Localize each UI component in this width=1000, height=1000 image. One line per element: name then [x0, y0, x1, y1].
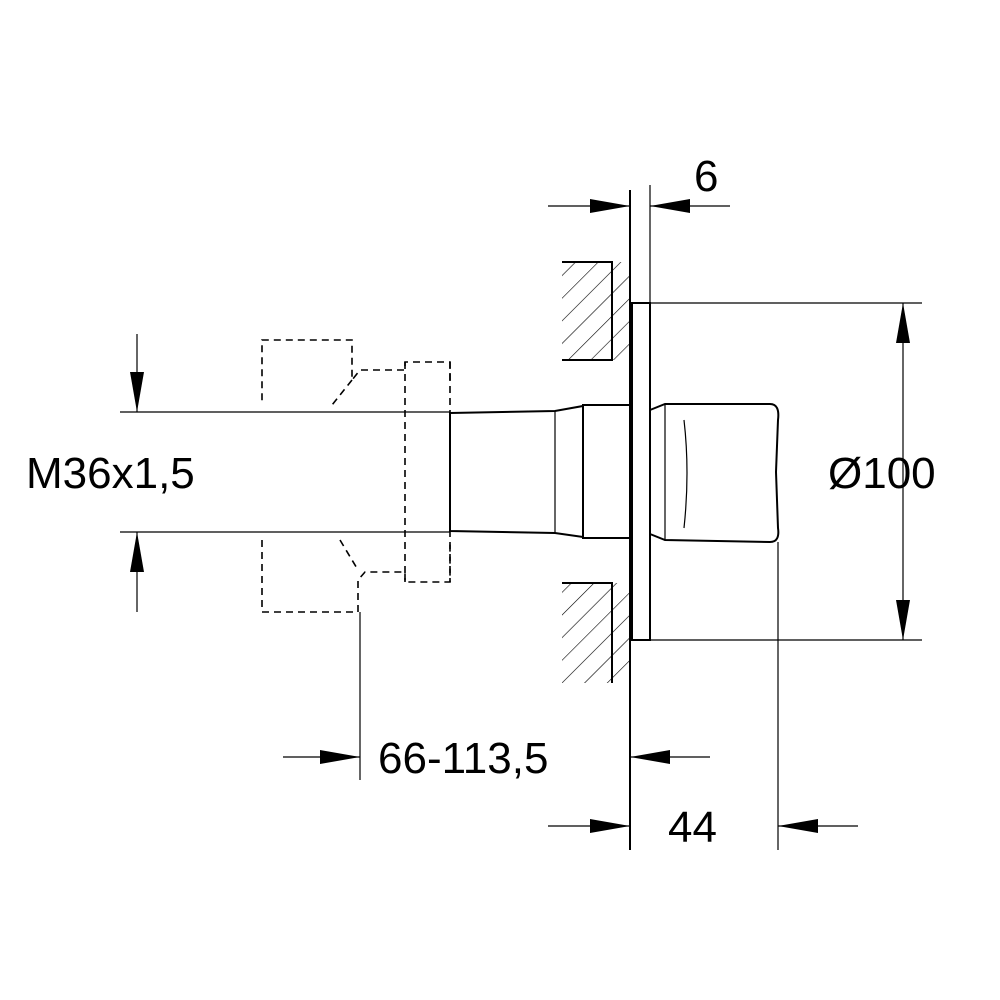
mounting-depth-label: 66-113,5 [378, 734, 549, 783]
handle [649, 403, 780, 544]
diameter-label: Ø100 [828, 449, 936, 498]
valve-body [582, 404, 633, 539]
concealed-body-dashed [261, 339, 451, 613]
tile-layer [612, 190, 631, 850]
arrow-right-icon [590, 819, 630, 833]
arrow-right-icon [590, 199, 630, 213]
projection-dimension [548, 542, 858, 850]
arrow-down-icon [130, 372, 144, 412]
thread-dimension [120, 334, 450, 612]
wall-section-bottom [562, 582, 613, 683]
arrow-up-icon [896, 303, 910, 343]
wall-section-top [562, 261, 613, 361]
arrow-left-icon [650, 199, 690, 213]
diameter-dimension [650, 302, 922, 641]
arrow-left-icon [778, 819, 818, 833]
mounting-depth-dimension [283, 612, 710, 780]
arrow-up-icon [130, 532, 144, 572]
cover-plate [631, 302, 651, 641]
thread-label: M36x1,5 [26, 449, 195, 498]
arrow-left-icon [630, 750, 670, 764]
arrow-down-icon [896, 600, 910, 640]
thickness-dimension [548, 185, 730, 303]
threaded-spindle [449, 404, 584, 539]
arrow-right-icon [320, 750, 360, 764]
thickness-label: 6 [694, 152, 719, 201]
projection-label: 44 [668, 803, 717, 852]
